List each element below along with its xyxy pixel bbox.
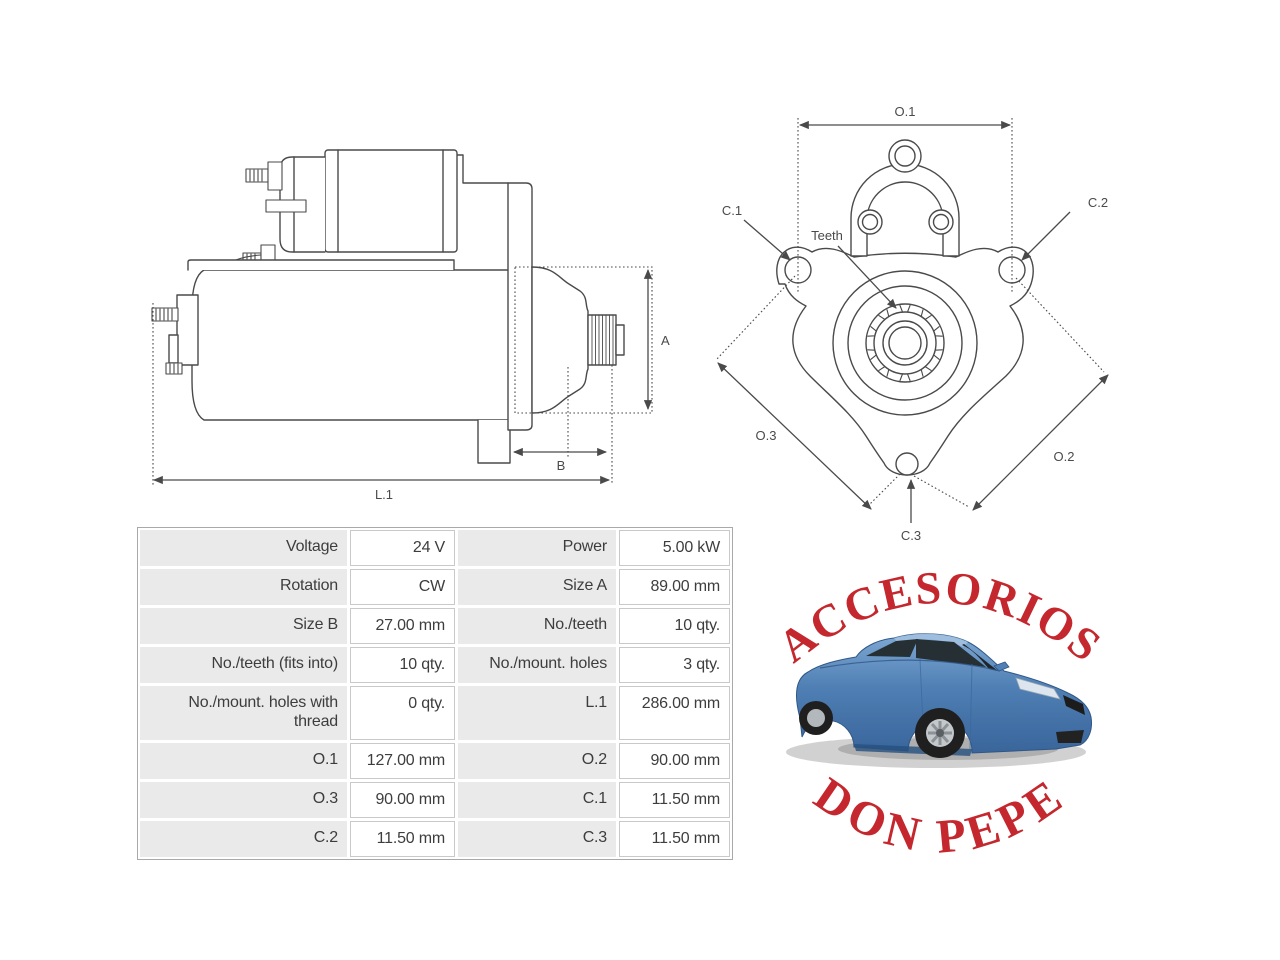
- dim-label-b: B: [557, 458, 566, 473]
- dim-label-a: A: [661, 333, 670, 348]
- spec-label: Rotation: [140, 569, 347, 605]
- dim-label-c2: C.2: [1088, 195, 1108, 210]
- spec-value: 90.00 mm: [350, 782, 455, 818]
- logo: ACCESORIOS DON PEPE: [769, 561, 1110, 860]
- front-view-drawing: O.1 C.1 C.2 Teeth O.3 O.2 C.3: [715, 104, 1109, 543]
- spec-value: 11.50 mm: [619, 782, 730, 818]
- car-image: [786, 633, 1092, 768]
- construction-lines: [715, 118, 1105, 508]
- spec-label: L.1: [458, 686, 616, 740]
- side-view-drawing: A B L.1: [151, 149, 670, 502]
- spec-label: O.1: [140, 743, 347, 779]
- spec-value: 27.00 mm: [350, 608, 455, 644]
- dim-label-c1: C.1: [722, 203, 742, 218]
- spec-label: No./teeth: [458, 608, 616, 644]
- spec-value: 24 V: [350, 530, 455, 566]
- dim-label-o2: O.2: [1054, 449, 1075, 464]
- dim-label-l1: L.1: [375, 487, 393, 502]
- dim-label-o1: O.1: [895, 104, 916, 119]
- spec-label: O.3: [140, 782, 347, 818]
- dim-label-o3: O.3: [756, 428, 777, 443]
- spec-label: No./mount. holes with thread: [140, 686, 347, 740]
- spec-value: 3 qty.: [619, 647, 730, 683]
- spec-value: 5.00 kW: [619, 530, 730, 566]
- spec-value: CW: [350, 569, 455, 605]
- dim-label-c3: C.3: [901, 528, 921, 543]
- spec-label: Voltage: [140, 530, 347, 566]
- logo-arc-bottom-textpath: DON PEPE: [805, 768, 1070, 860]
- spec-value: 11.50 mm: [619, 821, 730, 857]
- dim-label-teeth: Teeth: [811, 228, 843, 243]
- gear-teeth: [867, 304, 943, 382]
- spec-label: No./mount. holes: [458, 647, 616, 683]
- spec-value: 286.00 mm: [619, 686, 730, 740]
- spec-label: Size A: [458, 569, 616, 605]
- spec-label: Power: [458, 530, 616, 566]
- spec-label: C.1: [458, 782, 616, 818]
- spec-value: 10 qty.: [350, 647, 455, 683]
- construction-lines: [152, 266, 653, 485]
- spec-label: C.3: [458, 821, 616, 857]
- spec-value: 0 qty.: [350, 686, 455, 740]
- logo-arc-bottom-text: DON PEPE: [805, 768, 1075, 860]
- spec-value: 11.50 mm: [350, 821, 455, 857]
- spec-label: C.2: [140, 821, 347, 857]
- spec-label: No./teeth (fits into): [140, 647, 347, 683]
- spec-value: 10 qty.: [619, 608, 730, 644]
- spec-label: O.2: [458, 743, 616, 779]
- spec-value: 90.00 mm: [619, 743, 730, 779]
- spec-table: Voltage 24 V Power 5.00 kW Rotation CW S…: [137, 527, 733, 860]
- spec-value: 127.00 mm: [350, 743, 455, 779]
- spec-value: 89.00 mm: [619, 569, 730, 605]
- spec-label: Size B: [140, 608, 347, 644]
